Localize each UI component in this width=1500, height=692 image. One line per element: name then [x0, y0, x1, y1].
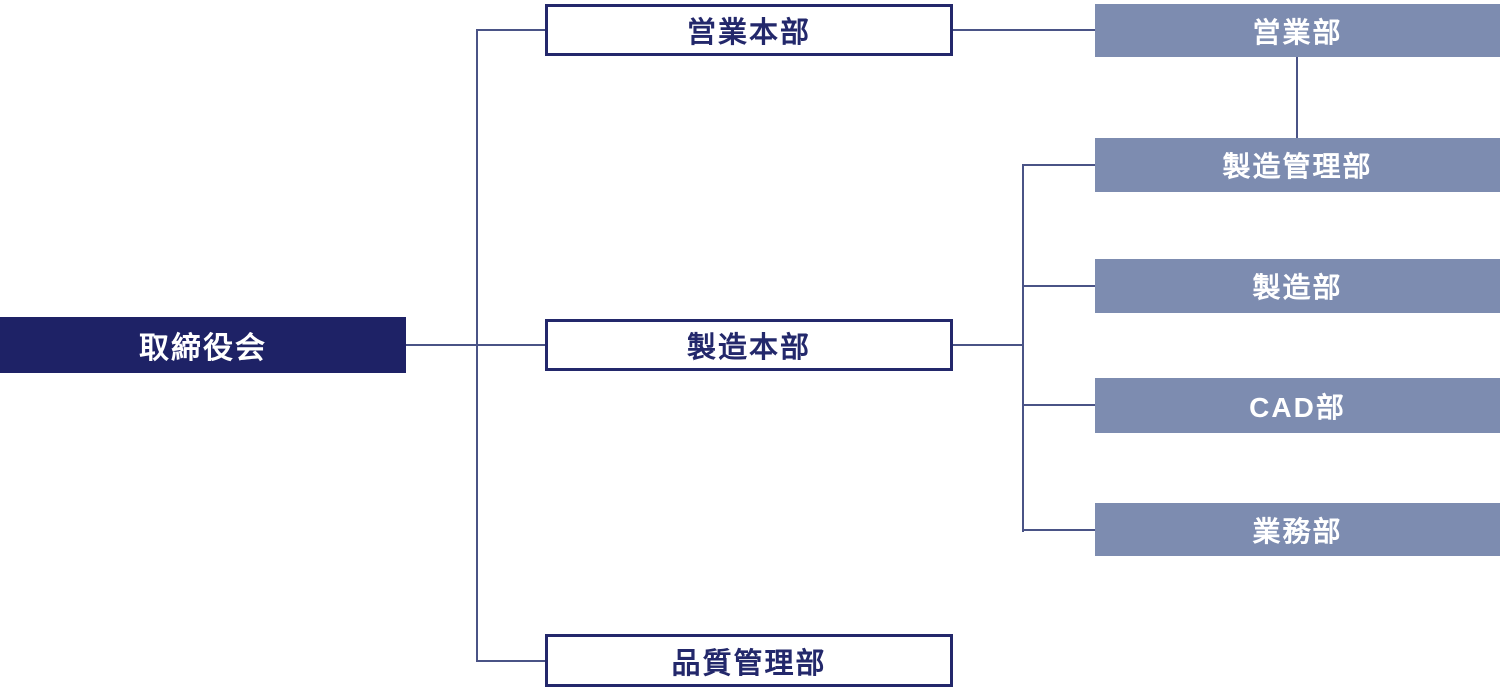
node-board-of-directors: 取締役会 — [0, 317, 406, 373]
connector-root-to-trunk — [405, 344, 545, 346]
connector-trunk-to-operations-dept — [1022, 529, 1095, 531]
connector-sales-hq-to-sales-dept — [953, 29, 1095, 31]
node-sales-hq: 営業本部 — [545, 4, 953, 56]
node-quality-management-dept: 品質管理部 — [545, 634, 953, 687]
node-cad-dept: CAD部 — [1095, 378, 1500, 433]
connector-right-trunk — [1022, 164, 1024, 532]
node-operations-dept: 業務部 — [1095, 503, 1500, 556]
node-manufacturing-hq: 製造本部 — [545, 319, 953, 371]
node-manufacturing-management-dept: 製造管理部 — [1095, 138, 1500, 192]
connector-trunk-to-mfg-dept — [1022, 285, 1095, 287]
connector-trunk-to-mfg-mgmt-dept — [1022, 164, 1095, 166]
node-manufacturing-dept: 製造部 — [1095, 259, 1500, 313]
connector-trunk-to-cad-dept — [1022, 404, 1095, 406]
connector-trunk-to-sales-hq — [476, 29, 545, 31]
connector-sales-dept-to-mfg-mgmt-dept — [1296, 57, 1298, 138]
node-sales-dept: 営業部 — [1095, 4, 1500, 57]
connector-left-trunk — [476, 29, 478, 662]
connector-trunk-to-quality-dept — [476, 660, 545, 662]
connector-mfg-hq-to-trunk — [953, 344, 1024, 346]
